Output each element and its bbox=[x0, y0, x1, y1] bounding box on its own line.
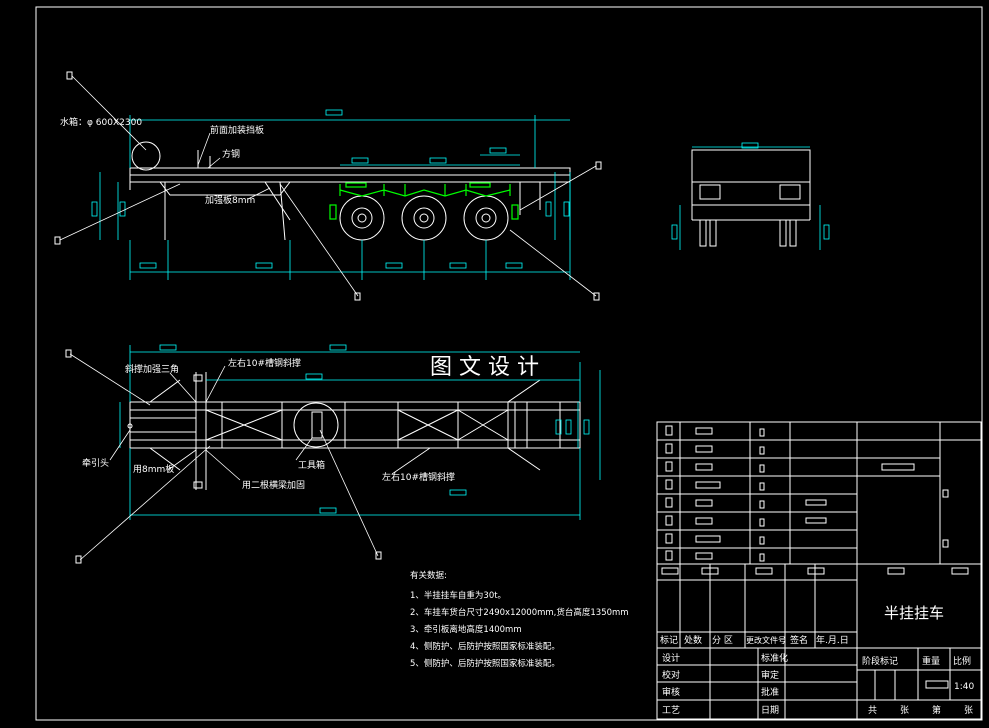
title-block bbox=[656, 421, 982, 720]
side-dimensions bbox=[91, 109, 571, 280]
note-item: 2、车挂车货台尺寸2490x12000mm,货台高度1350mm bbox=[410, 607, 629, 618]
note-item: 1、半挂挂车自重为30t。 bbox=[410, 590, 506, 601]
rev-header: 分 区 bbox=[712, 635, 733, 646]
stage-header: 阶段标记 bbox=[862, 655, 898, 667]
sheet-text: 共 bbox=[868, 705, 877, 716]
reinforce-plate-label: 加强板8mm bbox=[205, 194, 255, 206]
drawing-title: 半挂挂车 bbox=[884, 604, 944, 622]
note-item: 4、侧防护、后防护按照国家标准装配。 bbox=[410, 641, 560, 652]
role-right-label: 标准化 bbox=[761, 652, 788, 664]
role-right-label: 审定 bbox=[761, 669, 779, 681]
end-view-dimensions bbox=[671, 142, 830, 250]
end-view bbox=[691, 149, 811, 247]
plan-view bbox=[127, 372, 581, 490]
role-label: 校对 bbox=[662, 669, 680, 681]
title-block-text: 半挂挂车 标记 处数 分 区 更改文件号 签名 年.月.日 设计 校对 审核 工… bbox=[660, 604, 974, 716]
watermark: 图 文 设 计 bbox=[430, 355, 539, 380]
channel-brace-bottom-label: 左右10#槽钢斜撑 bbox=[382, 471, 455, 483]
front-guard-label: 前面加装挡板 bbox=[210, 124, 264, 136]
rev-header: 更改文件号 bbox=[746, 635, 786, 645]
plate-8mm-label: 用8mm板 bbox=[133, 463, 174, 475]
two-crossbeams-label: 用二根横梁加固 bbox=[242, 479, 305, 491]
suspension bbox=[329, 182, 519, 220]
channel-brace-top-label: 左右10#槽钢斜撑 bbox=[228, 357, 301, 369]
role-label: 工艺 bbox=[662, 705, 680, 716]
rev-header: 签名 bbox=[790, 634, 808, 646]
drawing-frame bbox=[35, 6, 983, 721]
sheet-text: 张 bbox=[900, 705, 909, 716]
note-item: 5、侧防护、后防护按照国家标准装配。 bbox=[410, 658, 560, 669]
role-label: 设计 bbox=[662, 652, 680, 664]
side-view bbox=[129, 141, 571, 241]
leader-lines bbox=[59, 75, 597, 561]
role-label: 审核 bbox=[662, 686, 680, 698]
rev-header: 处数 bbox=[684, 634, 702, 646]
callout-texts: 水箱：φ 600Χ2300 前面加装挡板 方钢 加强板8mm 斜撑加强三角 左右… bbox=[60, 116, 455, 491]
note-item: 3、牵引板离地高度1400mm bbox=[410, 624, 522, 635]
square-pipe-label: 方钢 bbox=[222, 148, 240, 160]
sheet-text: 张 bbox=[964, 705, 973, 716]
water-tank-label: 水箱：φ 600Χ2300 bbox=[60, 116, 142, 128]
role-right-label: 日期 bbox=[761, 705, 779, 716]
stage-header: 比例 bbox=[953, 655, 971, 667]
plan-dimensions bbox=[119, 344, 601, 520]
rev-header: 标记 bbox=[660, 634, 678, 646]
toolbox-label: 工具箱 bbox=[298, 459, 325, 471]
traction-pin-label: 牵引头 bbox=[82, 458, 109, 469]
notes-heading: 有关数据: bbox=[410, 570, 447, 581]
sheet-text: 第 bbox=[932, 704, 941, 716]
balloon-markers bbox=[54, 71, 602, 564]
rev-header: 年.月.日 bbox=[816, 634, 849, 646]
role-right-label: 批准 bbox=[761, 686, 779, 698]
notes: 有关数据: 1、半挂挂车自重为30t。 2、车挂车货台尺寸2490x12000m… bbox=[410, 570, 629, 669]
brace-triangle-label: 斜撑加强三角 bbox=[125, 363, 179, 375]
scale-value: 1:40 bbox=[954, 682, 974, 692]
stage-header: 重量 bbox=[922, 655, 940, 667]
